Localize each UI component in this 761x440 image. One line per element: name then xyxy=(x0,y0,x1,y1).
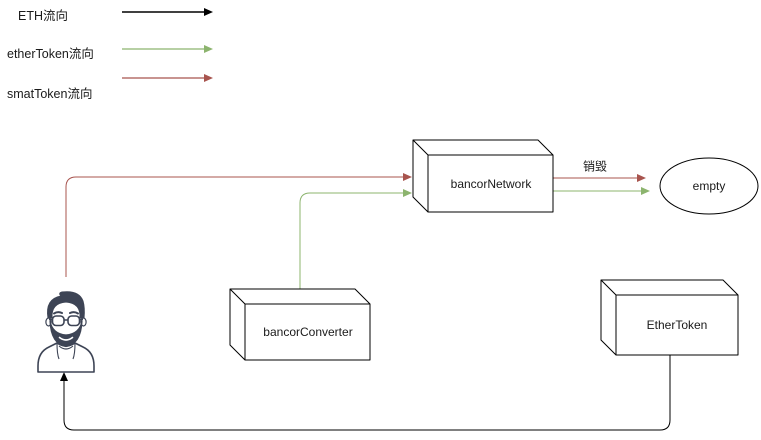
edge-bancorconverter-to-bancornetwork xyxy=(299,189,412,289)
destroy-annotation: 销毁 xyxy=(582,159,608,174)
ether-token-node xyxy=(600,279,739,356)
empty-node xyxy=(659,157,759,215)
user-avatar-icon xyxy=(37,291,95,373)
legend-label-eth-flow: ETH流向 xyxy=(18,9,69,23)
empty-label: empty xyxy=(692,179,726,193)
edge-ethertoken-to-user xyxy=(60,355,671,431)
bancor-network-label: bancorNetwork xyxy=(450,177,532,191)
edge-user-to-bancornetwork xyxy=(65,173,412,277)
legend-label-ethertoken-flow: etherToken流向 xyxy=(7,47,94,61)
bancor-network-node xyxy=(412,139,554,213)
bancor-converter-label: bancorConverter xyxy=(263,325,353,339)
ether-token-label: EtherToken xyxy=(646,318,708,332)
legend-label-smarttoken-flow: smatToken流向 xyxy=(7,87,93,101)
bancor-converter-node xyxy=(229,288,371,361)
